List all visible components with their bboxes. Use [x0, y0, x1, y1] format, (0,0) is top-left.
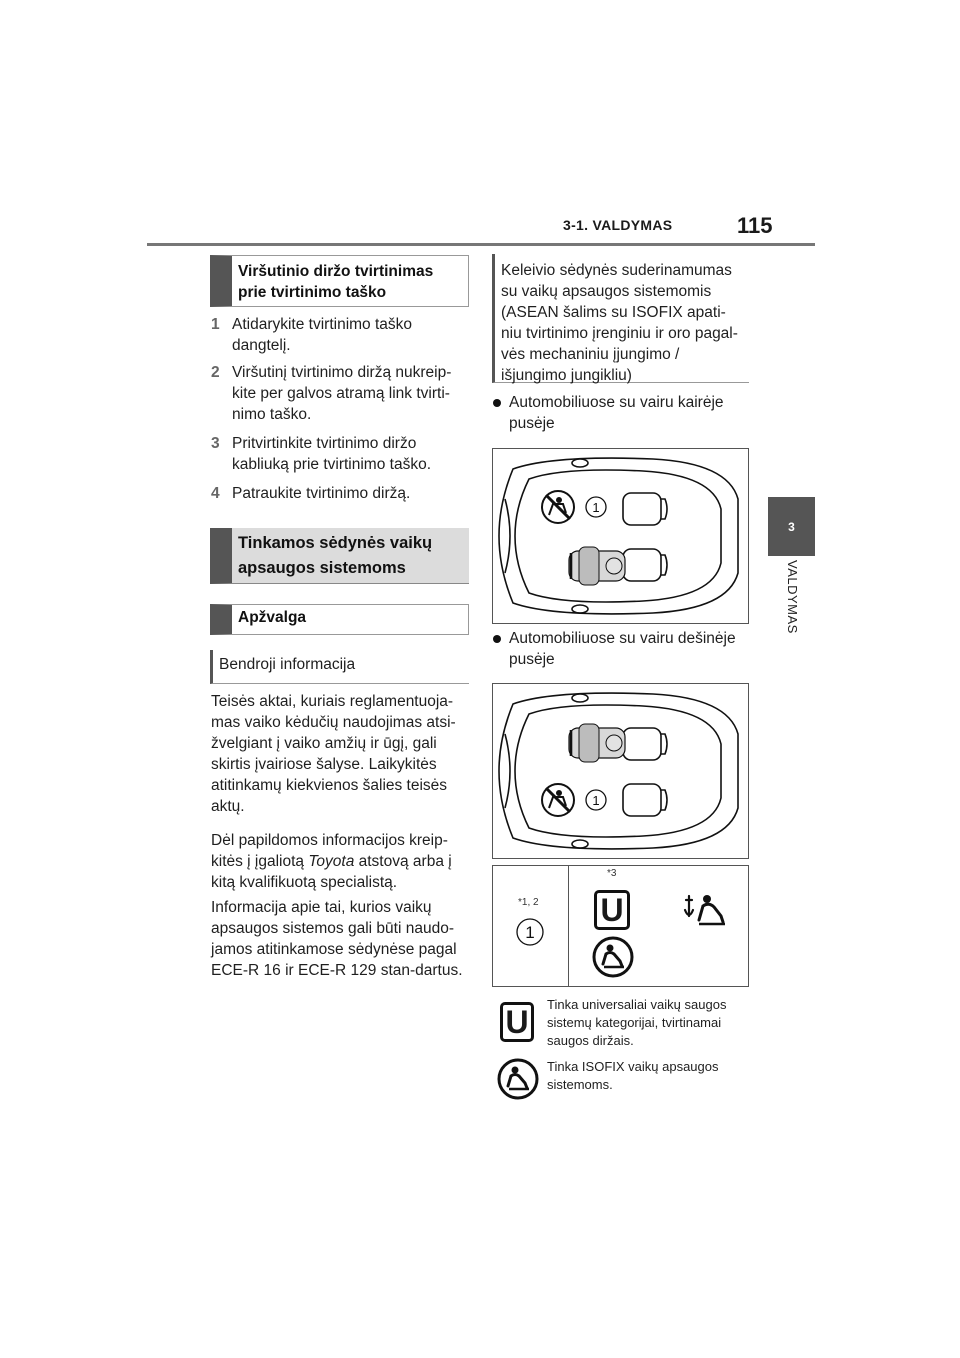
heading-box-overview: Apžvalga	[210, 604, 469, 635]
no-child-seat-icon	[541, 490, 575, 524]
step-2: 2 Viršutinį tvirtinimo diržą nukreip-kit…	[211, 362, 466, 425]
header-rule	[147, 243, 815, 246]
seat-marker-circle	[585, 496, 607, 518]
step-text: Atidarykite tvirtinimo taško dangtelį.	[232, 316, 413, 354]
step-4: 4 Patraukite tvirtinimo diržą.	[211, 483, 466, 504]
bullet-lhd-text: Automobiliuose su vairu kairėje pusėje	[509, 394, 724, 432]
step-1: 1 Atidarykite tvirtinimo taško dangtelį.	[211, 314, 466, 356]
seat-marker-label: 1	[592, 500, 599, 515]
heading-box-general: Bendroji informacija	[210, 650, 469, 684]
bullet-lhd: Automobiliuose su vairu kairėje pusėje	[493, 392, 753, 434]
step-number: 3	[211, 435, 220, 452]
contact-text-pre: Dėl papildomos informacijos kreip-kitės …	[211, 832, 448, 870]
legend-universal-text: Tinka universaliai vaikų saugos sistemų …	[547, 997, 727, 1048]
passenger-figure	[568, 723, 626, 763]
bullet-dot	[493, 399, 501, 407]
no-child-seat-icon	[541, 783, 575, 817]
footnote-left: *1, 2	[518, 897, 539, 908]
compat-table: *1, 2 1 *3 U	[492, 865, 749, 987]
chapter-label-wrap: VALDYMAS	[770, 560, 814, 660]
brand-name: Toyota	[308, 853, 355, 870]
heading-general: Bendroji informacija	[219, 656, 356, 673]
paragraph-standards: Informacija apie tai, kurios vaikų apsau…	[211, 899, 463, 979]
step-text: Pritvirtinkite tvirtinimo diržo kabliuką…	[232, 435, 431, 473]
heading-overview: Apžvalga	[238, 609, 307, 626]
isofix-seat-icon	[592, 936, 634, 978]
section-header: 3-1. VALDYMAS	[563, 217, 673, 233]
heading-box-top-tether: Viršutinio diržo tvirtinimas prie tvirti…	[210, 255, 469, 307]
legend-isofix-seat-icon	[497, 1058, 539, 1100]
step-number: 2	[211, 364, 220, 381]
heading-top-tether: Viršutinio diržo tvirtinimas prie tvirti…	[238, 263, 434, 301]
legend-universal-u-icon: U	[500, 1002, 534, 1042]
chapter-tab: 3	[768, 497, 815, 556]
chapter-label: VALDYMAS	[785, 560, 800, 634]
seat-marker-label: 1	[592, 793, 599, 808]
seat-number: 1	[525, 923, 534, 942]
paragraph-contact: Dėl papildomos informacijos kreip-kitės …	[211, 830, 468, 893]
paragraph-laws: Teisės aktai, kuriais reglamentuoja-mas …	[211, 693, 456, 815]
car-top-view-rhd: 1	[498, 692, 739, 850]
top-tether-anchor-icon	[683, 894, 725, 926]
bullet-dot	[493, 635, 501, 643]
universal-u-icon: U	[594, 890, 630, 930]
seat-marker-circle	[585, 789, 607, 811]
legend-isofix-text: Tinka ISOFIX vaikų apsaugos sistemoms.	[547, 1059, 719, 1092]
section-heading-box: Tinkamos sėdynės vaikų apsaugos sistemom…	[210, 528, 469, 584]
chapter-number: 3	[788, 519, 795, 534]
footnote-right: *3	[607, 868, 617, 879]
bullet-rhd: Automobiliuose su vairu dešinėje pusėje	[493, 628, 753, 670]
contact-text-post: atstovą arba į kitą kvalifikuotą special…	[211, 853, 452, 891]
figure-rhd-car: 1	[492, 683, 749, 859]
step-number: 1	[211, 316, 220, 333]
heading-box-compat: Keleivio sėdynės suderinamumas su vaikų …	[492, 254, 749, 384]
step-text: Patraukite tvirtinimo diržą.	[232, 485, 411, 502]
heading-compat: Keleivio sėdynės suderinamumas su vaikų …	[501, 262, 738, 384]
step-3: 3 Pritvirtinkite tvirtinimo diržo kabliu…	[211, 433, 466, 475]
bullet-rhd-text: Automobiliuose su vairu dešinėje pusėje	[509, 630, 736, 668]
step-number: 4	[211, 485, 220, 502]
figure-lhd-car: 1	[492, 448, 749, 624]
step-text: Viršutinį tvirtinimo diržą nukreip-kite …	[232, 364, 452, 423]
table-divider	[568, 866, 569, 986]
page-number: 115	[737, 213, 773, 238]
seat-number-badge: 1	[516, 918, 544, 946]
section-title: Tinkamos sėdynės vaikų apsaugos sistemom…	[238, 534, 433, 577]
passenger-figure	[568, 546, 626, 586]
car-top-view-lhd: 1	[498, 457, 739, 615]
